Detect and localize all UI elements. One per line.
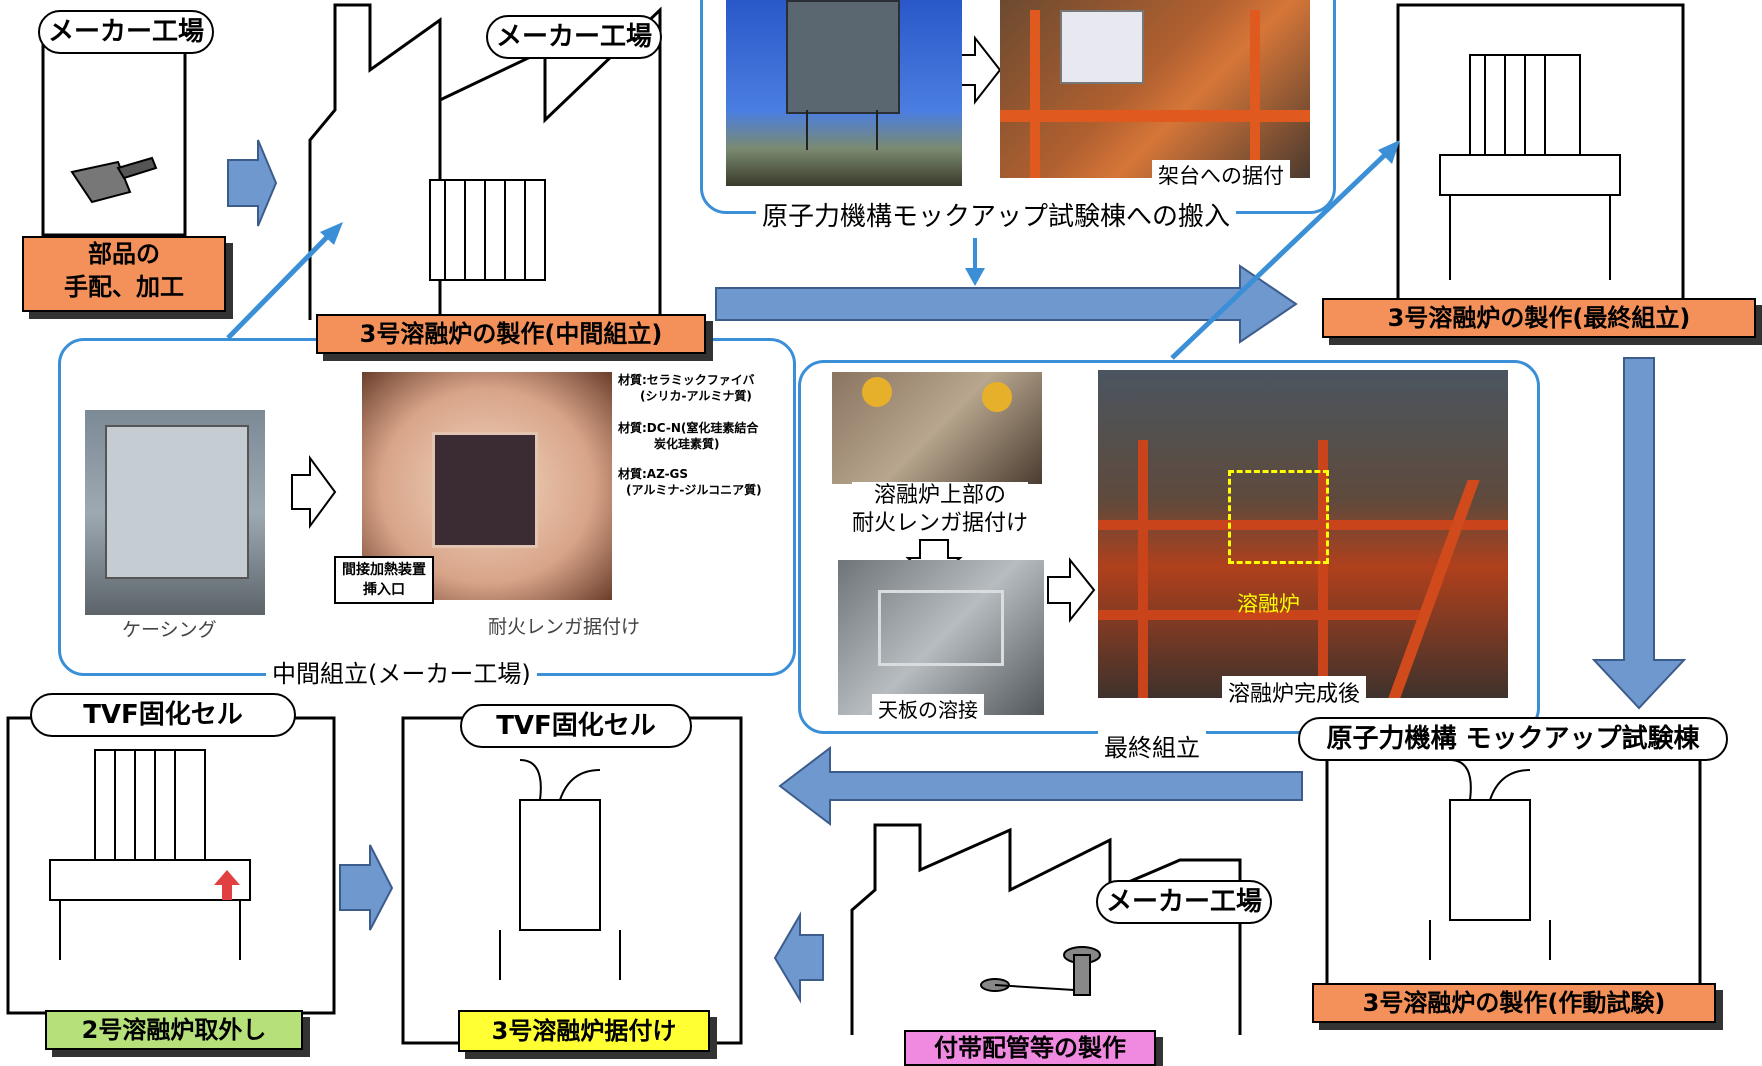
- transport-caption: 原子力機構モックアップ試験棟への搬入: [756, 196, 1237, 233]
- final-assembly-caption: 最終組立: [1098, 728, 1206, 763]
- material-1-line2: (シリカ-アルミナ質): [640, 389, 752, 403]
- brick-install-caption: 耐火レンガ据付け: [488, 616, 641, 638]
- melter-highlight-box: [1228, 470, 1329, 564]
- intermediate-assembly-caption: 中間組立(メーカー工場): [266, 654, 537, 689]
- maker-factory-label-1: メーカー工場: [38, 10, 214, 54]
- stand-install-photo: [1000, 0, 1310, 178]
- intermediate-assembly-label: 3号溶融炉の製作(中間組立): [316, 314, 706, 354]
- upper-brick-caption: 溶融炉上部の 耐火レンガ据付け: [852, 482, 1029, 538]
- piping-fabrication-label: 付帯配管等の製作: [904, 1030, 1156, 1066]
- parts-label-line1: 部品の: [88, 240, 160, 268]
- operation-test-label: 3号溶融炉の製作(作動試験): [1312, 983, 1716, 1023]
- indirect-heater-line1: 間接加熱装置: [342, 562, 426, 578]
- maker-factory-label-3: メーカー工場: [1096, 880, 1272, 924]
- material-2-note: 材質:DC-N(窒化珪素結合 炭化珪素質): [618, 420, 758, 452]
- final-assembly-label: 3号溶融炉の製作(最終組立): [1322, 298, 1756, 338]
- upper-brick-photo: [832, 372, 1042, 484]
- material-3-note: 材質:AZ-GS (アルミナ-ジルコニア質): [618, 466, 762, 498]
- material-1-line1: 材質:セラミックファイバ: [618, 373, 755, 387]
- tvf-cell-label-1: TVF固化セル: [30, 693, 296, 737]
- parts-label: 部品の 手配、加工: [22, 236, 226, 312]
- melter2-removal-label: 2号溶融炉取外し: [45, 1010, 303, 1050]
- tvf-cell-label-2: TVF固化セル: [460, 704, 692, 748]
- melter-complete-caption: 溶融炉完成後: [1222, 676, 1367, 708]
- melter-complete-photo: [1098, 370, 1508, 698]
- maker-factory-label-2: メーカー工場: [486, 15, 662, 59]
- melter3-install-label: 3号溶融炉据付け: [458, 1010, 710, 1052]
- casing-photo: [85, 410, 265, 615]
- material-3-line1: 材質:AZ-GS: [618, 467, 689, 481]
- transport-photo: [726, 0, 962, 186]
- top-plate-welding-caption: 天板の溶接: [872, 694, 984, 723]
- material-1-note: 材質:セラミックファイバ (シリカ-アルミナ質): [618, 372, 755, 404]
- mockup-building-label: 原子力機構 モックアップ試験棟: [1298, 717, 1728, 761]
- indirect-heater-line2: 挿入口: [363, 582, 405, 598]
- upper-brick-caption-line2: 耐火レンガ据付け: [852, 511, 1029, 536]
- material-2-line1: 材質:DC-N(窒化珪素結合: [618, 421, 759, 435]
- casing-caption: ケーシング: [122, 619, 217, 641]
- stand-install-caption: 架台への据付: [1152, 160, 1290, 190]
- top-plate-welding-photo: [838, 560, 1044, 715]
- melter-label: 溶融炉: [1237, 592, 1300, 616]
- parts-label-line2: 手配、加工: [64, 273, 184, 301]
- material-2-line2: 炭化珪素質): [654, 437, 720, 451]
- material-3-line2: (アルミナ-ジルコニア質): [626, 483, 762, 497]
- indirect-heater-note: 間接加熱装置 挿入口: [334, 556, 434, 604]
- upper-brick-caption-line1: 溶融炉上部の: [874, 483, 1007, 508]
